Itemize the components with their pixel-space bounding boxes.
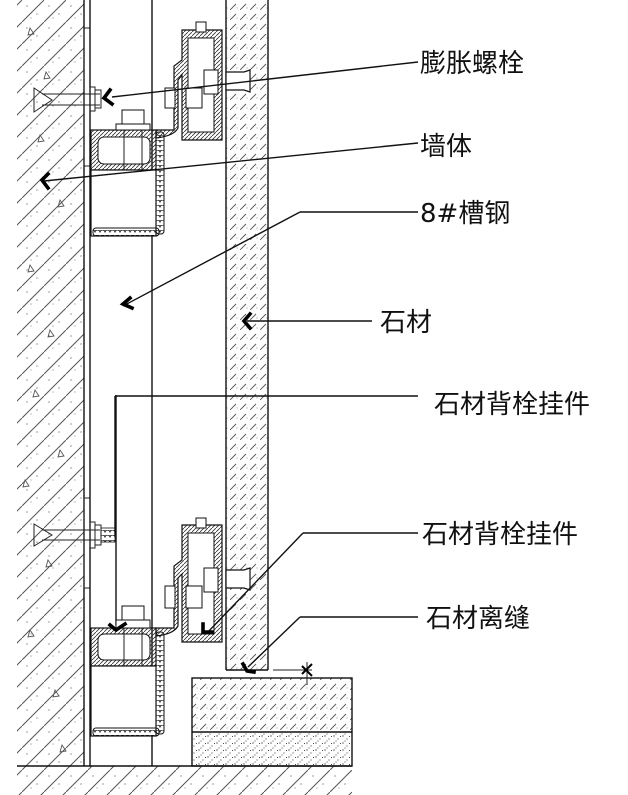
leader-wall bbox=[39, 142, 419, 191]
label-wall: 墙体 bbox=[420, 132, 472, 162]
concrete-wall bbox=[17, 0, 85, 766]
expansion-bolt-lower bbox=[33, 521, 116, 549]
channel-check-mark bbox=[107, 621, 128, 633]
channel-steel-lower bbox=[90, 605, 165, 737]
leader-hanger-lower bbox=[201, 532, 418, 635]
label-back-bolt-hanger-upper: 石材背栓挂件 bbox=[434, 390, 590, 420]
label-channel-steel: 8#槽钢 bbox=[420, 199, 510, 229]
hanger-bracket-lower bbox=[155, 517, 251, 643]
leader-channel-steel bbox=[119, 211, 418, 311]
channel-steel-upper bbox=[90, 109, 165, 237]
ground-slab bbox=[17, 765, 352, 795]
leader-expansion-bolt bbox=[101, 61, 419, 107]
stone-panel bbox=[225, 0, 269, 671]
leader-stone bbox=[241, 311, 372, 331]
embed-plate-lower bbox=[83, 497, 91, 589]
leader-hanger-upper bbox=[114, 395, 418, 535]
embed-plate-upper bbox=[83, 27, 91, 167]
label-stone-gap: 石材离缝 bbox=[426, 604, 530, 634]
label-stone: 石材 bbox=[380, 308, 432, 338]
leader-stone-gap bbox=[240, 616, 418, 675]
label-back-bolt-hanger-lower: 石材背栓挂件 bbox=[422, 520, 578, 550]
hanger-bracket-upper bbox=[155, 21, 251, 141]
label-expansion-bolt: 膨胀螺栓 bbox=[420, 49, 524, 79]
floor-base bbox=[191, 677, 353, 767]
expansion-bolt-upper bbox=[33, 86, 102, 113]
gap-dimension bbox=[273, 662, 313, 685]
